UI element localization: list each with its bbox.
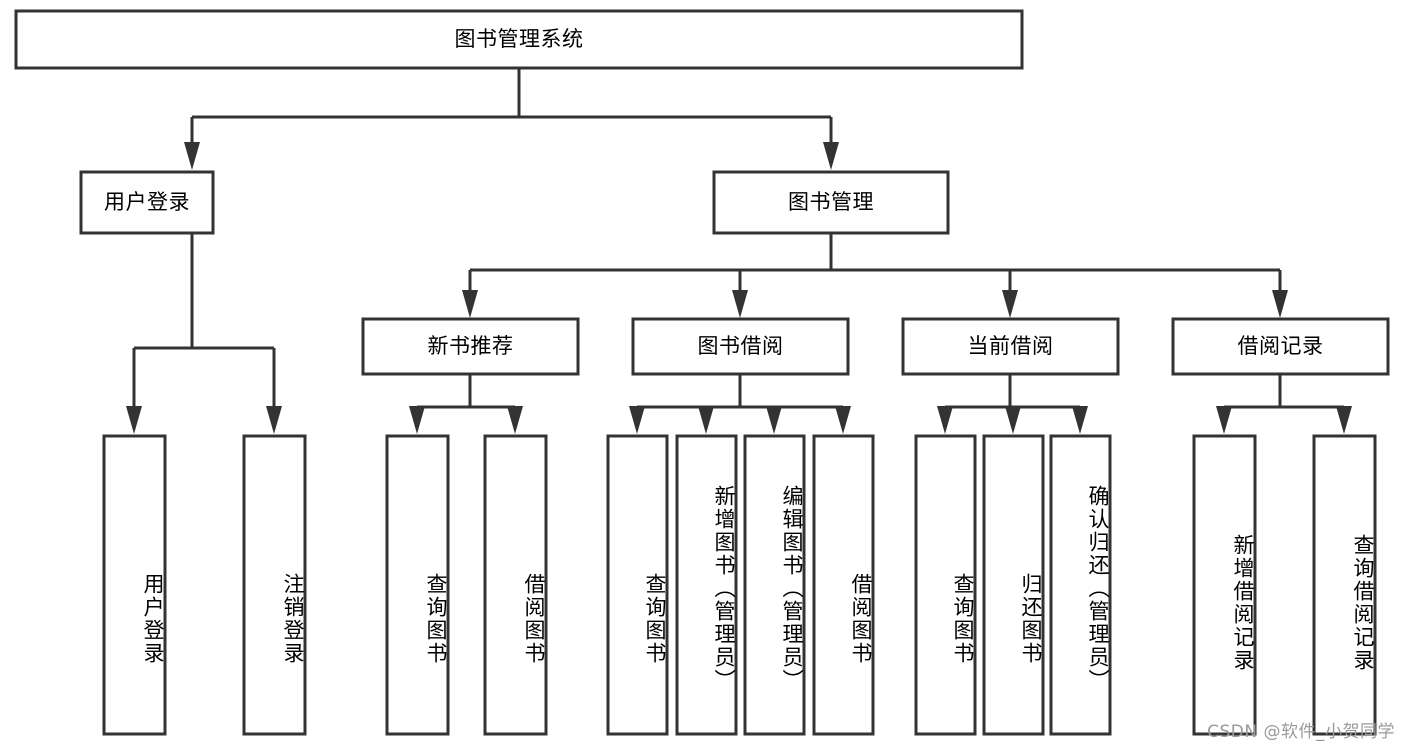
arrow-bb-leaf1-icon xyxy=(629,406,645,434)
arrow-cb-leaf3-icon xyxy=(1072,406,1088,434)
arrow-ul-leaf1-icon xyxy=(126,406,142,434)
node-box-leaf-query-book-3[interactable] xyxy=(914,434,977,736)
node-box-book-management[interactable] xyxy=(712,170,950,235)
node-box-current-borrow[interactable] xyxy=(901,317,1120,376)
connector-borrow-record-to-leaves xyxy=(1216,374,1352,434)
arrow-to-book-management-icon xyxy=(823,142,839,170)
node-box-leaf-borrow-book-2[interactable] xyxy=(812,434,875,736)
node-box-leaf-user-login[interactable] xyxy=(102,434,167,736)
arrow-br-leaf1-icon xyxy=(1216,406,1232,434)
arrow-bb-leaf4-icon xyxy=(835,406,851,434)
arrow-to-current-borrow-icon xyxy=(1002,290,1018,318)
node-box-leaf-query-book-1[interactable] xyxy=(385,434,450,736)
node-box-leaf-add-borrow-record[interactable] xyxy=(1192,434,1257,736)
arrow-br-leaf2-icon xyxy=(1336,406,1352,434)
arrow-nbr-leaf1-icon xyxy=(409,406,425,434)
arrow-to-book-borrow-icon xyxy=(732,290,748,318)
arrow-ul-leaf2-icon xyxy=(266,406,282,434)
watermark-text: CSDN @软件_小贺同学 xyxy=(1207,722,1395,742)
node-box-leaf-confirm-return[interactable] xyxy=(1049,434,1112,736)
connector-user-login-to-leaves xyxy=(126,233,282,434)
node-box-root[interactable] xyxy=(14,9,1024,70)
node-box-leaf-logout-login[interactable] xyxy=(242,434,307,736)
arrow-cb-leaf2-icon xyxy=(1005,406,1021,434)
node-box-user-login[interactable] xyxy=(79,170,215,235)
arrow-to-user-login-icon xyxy=(184,142,200,170)
arrow-to-borrow-record-icon xyxy=(1272,290,1288,318)
node-box-new-book-recommend[interactable] xyxy=(361,317,580,376)
node-box-leaf-borrow-book-1[interactable] xyxy=(483,434,548,736)
node-box-book-borrow[interactable] xyxy=(631,317,850,376)
connector-new-book-recommend-to-leaves xyxy=(409,374,523,434)
arrow-bb-leaf2-icon xyxy=(698,406,714,434)
node-box-leaf-edit-book[interactable] xyxy=(743,434,806,736)
arrow-bb-leaf3-icon xyxy=(766,406,782,434)
connector-book-borrow-to-leaves xyxy=(629,374,851,434)
arrow-to-new-book-recommend-icon xyxy=(462,290,478,318)
arrow-cb-leaf1-icon xyxy=(937,406,953,434)
node-box-leaf-query-borrow-record[interactable] xyxy=(1312,434,1377,736)
node-box-borrow-record[interactable] xyxy=(1171,317,1390,376)
arrow-nbr-leaf2-icon xyxy=(507,406,523,434)
connector-book-management-to-level2 xyxy=(462,233,1288,318)
node-box-leaf-query-book-2[interactable] xyxy=(606,434,669,736)
connector-root-to-level1 xyxy=(184,68,839,170)
connector-current-borrow-to-leaves xyxy=(937,374,1088,434)
node-box-leaf-return-book[interactable] xyxy=(982,434,1045,736)
node-box-leaf-add-book[interactable] xyxy=(675,434,738,736)
